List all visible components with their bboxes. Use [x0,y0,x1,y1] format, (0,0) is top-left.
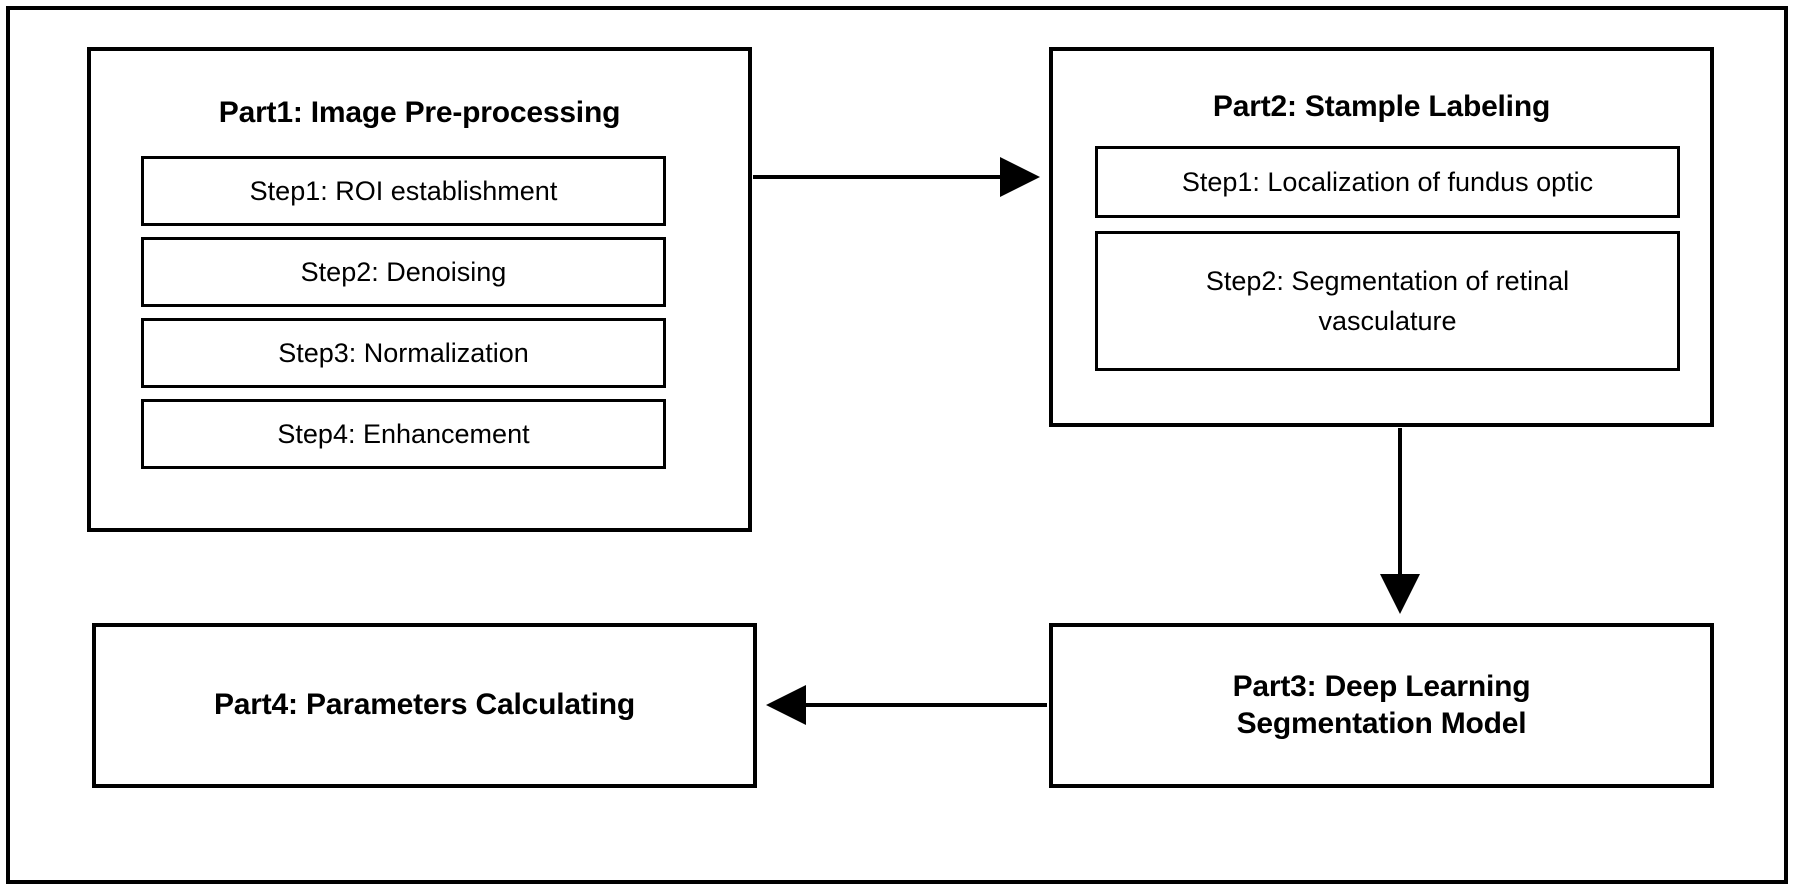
part1-title: Part1: Image Pre-processing [218,96,621,129]
part1-step-4-label: Step4: Enhancement [277,418,530,449]
part1-step-4[interactable]: Step4: Enhancement [141,399,666,469]
node-part3[interactable]: Part3: Deep Learning Segmentation Model [1049,623,1714,788]
node-part2[interactable]: Part2: Stample Labeling Step1: Localizat… [1049,47,1714,427]
part1-step-2[interactable]: Step2: Denoising [141,237,666,307]
part1-step-3[interactable]: Step3: Normalization [141,318,666,388]
part1-step-1[interactable]: Step1: ROI establishment [141,156,666,226]
part1-step-2-label: Step2: Denoising [300,256,507,287]
diagram-outer-frame [6,6,1788,884]
part1-step-1-label: Step1: ROI establishment [249,175,558,206]
part4-title: Part4: Parameters Calculating [213,688,636,722]
part2-step-1[interactable]: Step1: Localization of fundus optic [1095,146,1680,218]
node-part4[interactable]: Part4: Parameters Calculating [92,623,757,788]
node-part1[interactable]: Part1: Image Pre-processing Step1: ROI e… [87,47,752,532]
part1-step-3-label: Step3: Normalization [278,337,529,368]
part3-title: Part3: Deep Learning Segmentation Model [1232,669,1531,740]
part2-title: Part2: Stample Labeling [1212,90,1551,123]
part2-step-2[interactable]: Step2: Segmentation of retinal vasculatu… [1095,231,1680,371]
part2-step-1-label: Step1: Localization of fundus optic [1181,166,1594,197]
part2-step-2-label: Step2: Segmentation of retinal vasculatu… [1205,265,1570,337]
